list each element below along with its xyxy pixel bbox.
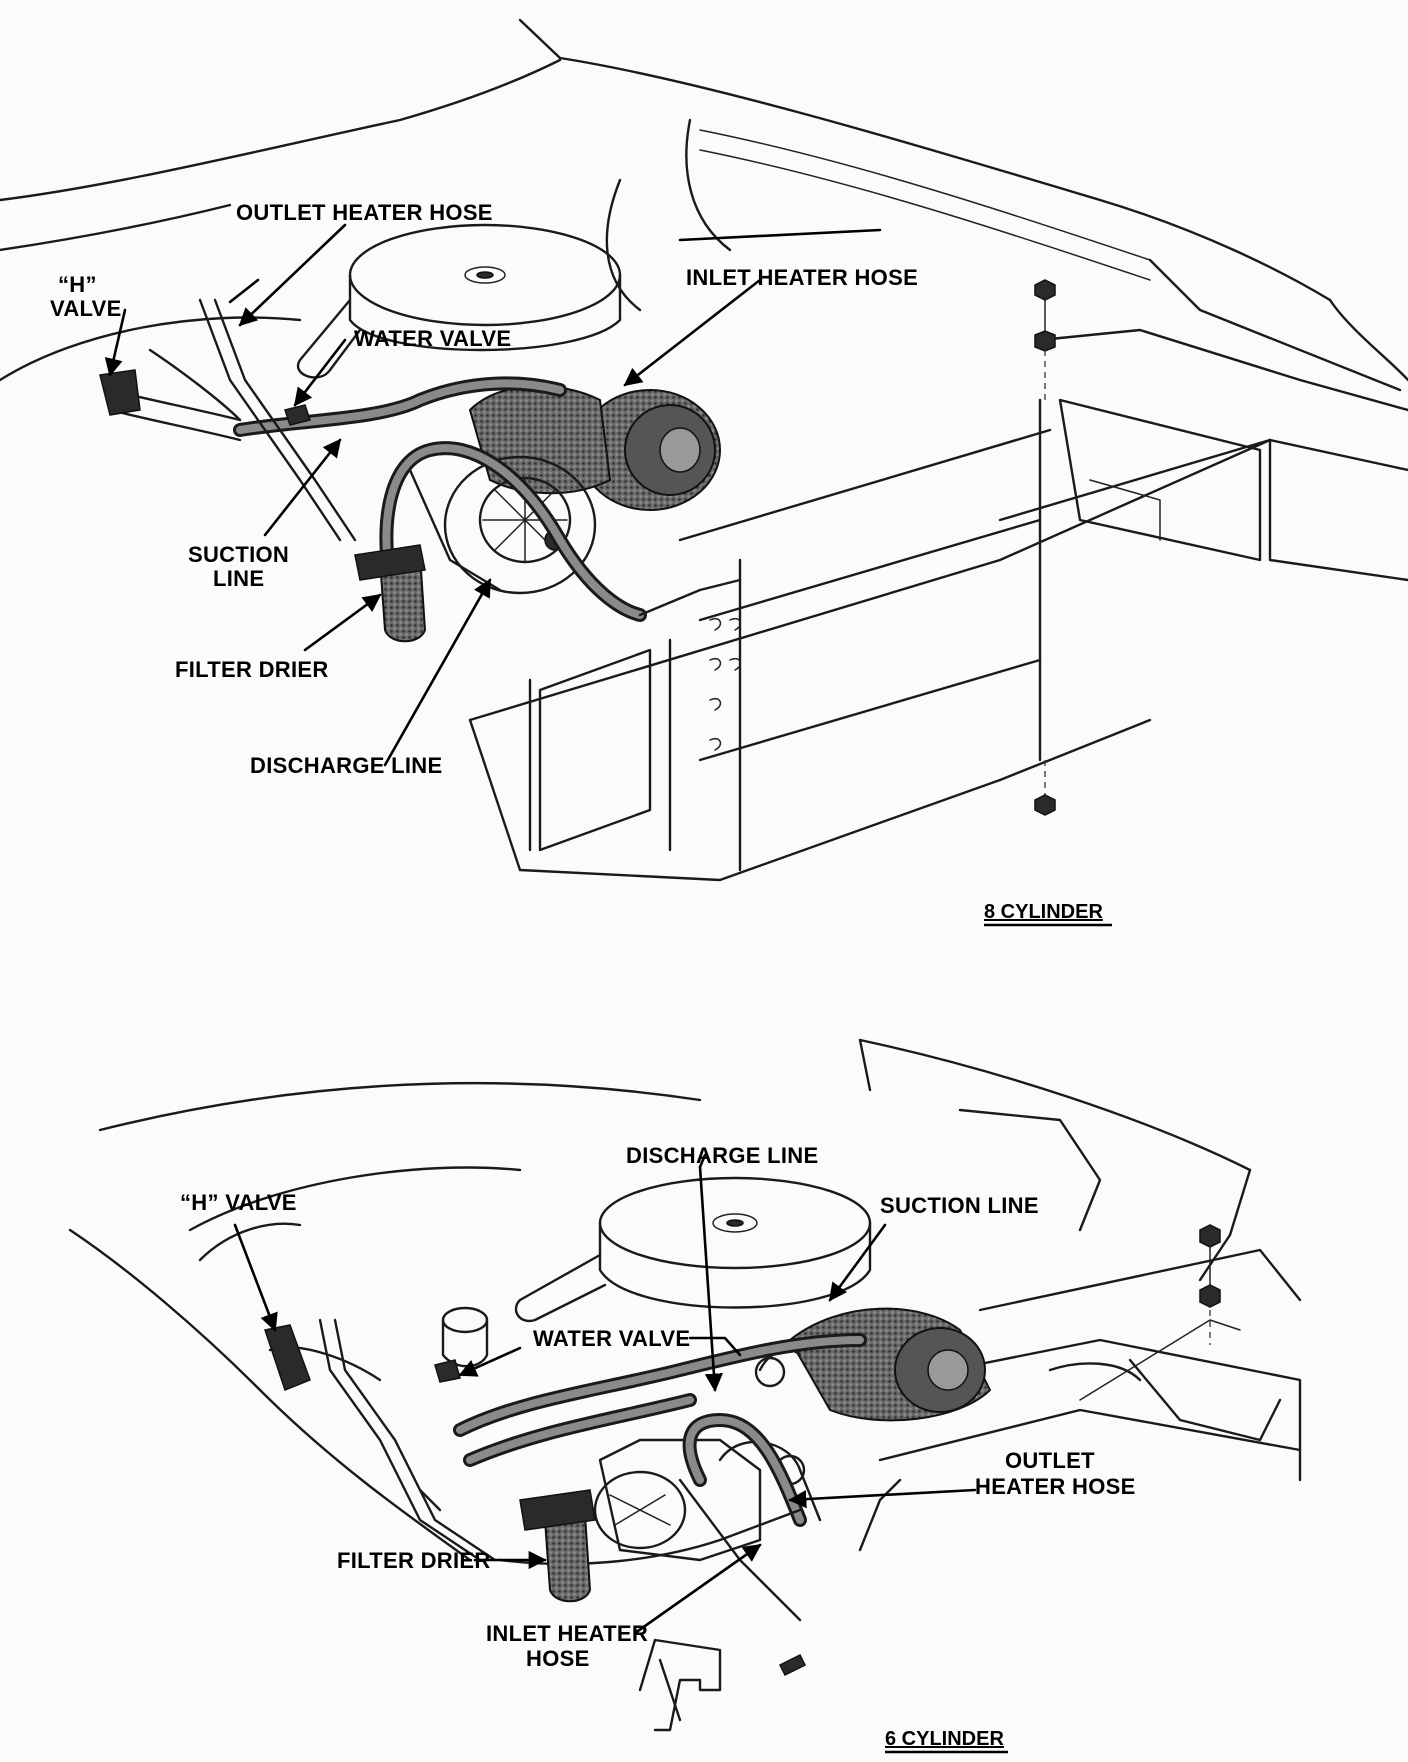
hoses-6cyl: [264, 1318, 867, 1603]
label-suction-line-6cyl: SUCTION LINE: [880, 1193, 1039, 1218]
leaders-6cyl: [233, 1153, 977, 1635]
label-discharge-line-6cyl: DISCHARGE LINE: [626, 1143, 818, 1168]
label-outlet-heater-hose-6cyl: OUTLET: [1005, 1448, 1095, 1473]
body-outline-8cyl: [0, 18, 1408, 582]
label-water-valve-6cyl: WATER VALVE: [533, 1326, 690, 1351]
caption-6-cylinder: 6 CYLINDER: [885, 1728, 1004, 1750]
label-h-valve-line2: VALVE: [50, 296, 122, 321]
labels-8cyl: OUTLET HEATER HOSE “H” VALVE INLET HEATE…: [50, 200, 918, 778]
label-discharge-line: DISCHARGE LINE: [250, 753, 442, 778]
diagram-6-cylinder: DISCHARGE LINE “H” VALVE SUCTION LINE WA…: [68, 1038, 1302, 1754]
air-cleaner-8cyl: [296, 223, 622, 379]
label-suction-line-line2: LINE: [213, 566, 264, 591]
labels-6cyl: DISCHARGE LINE “H” VALVE SUCTION LINE WA…: [180, 1143, 1136, 1671]
compressor-8cyl: [468, 385, 721, 511]
label-filter-drier-6cyl: FILTER DRIER: [337, 1548, 491, 1573]
body-outline-6cyl: [68, 1038, 1302, 1732]
label-inlet-heater-hose-6cyl-line2: HOSE: [526, 1646, 590, 1671]
label-water-valve: WATER VALVE: [354, 326, 511, 351]
label-inlet-heater-hose: INLET HEATER HOSE: [686, 265, 918, 290]
leaders-8cyl: [104, 223, 882, 767]
compressor-6cyl: [754, 1307, 992, 1422]
label-h-valve-6cyl: “H” VALVE: [180, 1190, 297, 1215]
label-suction-line: SUCTION: [188, 542, 289, 567]
label-filter-drier: FILTER DRIER: [175, 657, 329, 682]
label-outlet-heater-hose: OUTLET HEATER HOSE: [236, 200, 493, 225]
label-h-valve: “H”: [58, 272, 97, 297]
label-outlet-heater-hose-6cyl-line2: HEATER HOSE: [975, 1474, 1136, 1499]
hoses-8cyl: [99, 298, 742, 643]
radiator-support-8cyl: [468, 279, 1272, 882]
diagram-8-cylinder: OUTLET HEATER HOSE “H” VALVE INLET HEATE…: [0, 18, 1408, 927]
caption-8-cylinder: 8 CYLINDER: [984, 901, 1103, 923]
label-inlet-heater-hose-6cyl: INLET HEATER: [486, 1621, 648, 1646]
